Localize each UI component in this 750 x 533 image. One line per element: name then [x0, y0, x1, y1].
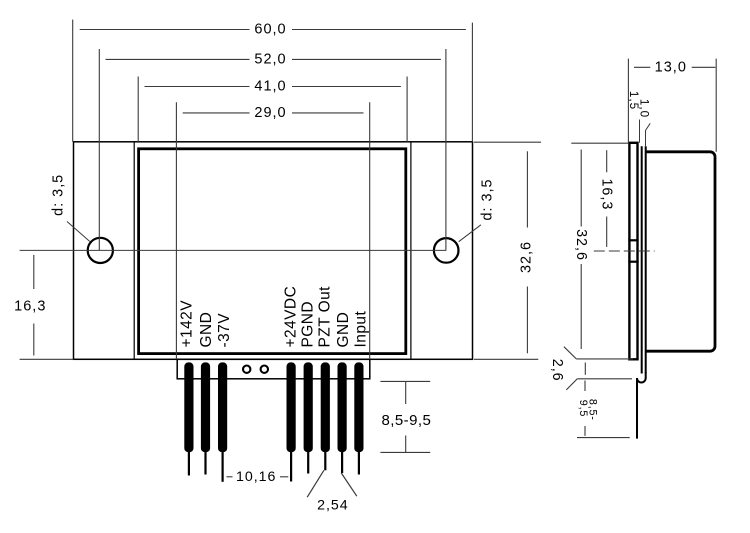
svg-text:29,0: 29,0 — [254, 105, 286, 121]
svg-text:60,0: 60,0 — [254, 22, 286, 38]
svg-text:d: 3,5: d: 3,5 — [51, 174, 67, 216]
svg-text:16,3: 16,3 — [599, 178, 615, 210]
svg-text:8,5-9,5: 8,5-9,5 — [381, 412, 431, 429]
svg-text:d: 3,5: d: 3,5 — [479, 178, 495, 220]
svg-text:GND: GND — [335, 312, 352, 348]
svg-text:GND: GND — [198, 312, 215, 348]
svg-text:+24VDC: +24VDC — [283, 286, 300, 348]
svg-text:-37V: -37V — [216, 313, 233, 348]
svg-text:16,3: 16,3 — [14, 299, 46, 315]
svg-text:PGND: PGND — [300, 301, 317, 348]
svg-text:Input: Input — [352, 311, 369, 348]
svg-text:9,5: 9,5 — [577, 400, 589, 417]
svg-text:52,0: 52,0 — [254, 51, 286, 67]
svg-text:32,6: 32,6 — [573, 229, 589, 261]
svg-text:41,0: 41,0 — [254, 79, 286, 95]
svg-text:32,6: 32,6 — [518, 241, 534, 273]
svg-text:1,0: 1,0 — [638, 99, 651, 118]
svg-text:8,5-: 8,5- — [586, 399, 598, 421]
svg-text:2,6: 2,6 — [549, 359, 565, 382]
svg-text:1,5: 1,5 — [627, 91, 640, 110]
svg-text:+142V: +142V — [179, 300, 196, 348]
svg-text:10,16: 10,16 — [236, 469, 277, 485]
svg-text:13,0: 13,0 — [655, 59, 687, 75]
svg-text:PZT Out: PZT Out — [317, 286, 334, 348]
svg-text:2,54: 2,54 — [317, 497, 349, 513]
